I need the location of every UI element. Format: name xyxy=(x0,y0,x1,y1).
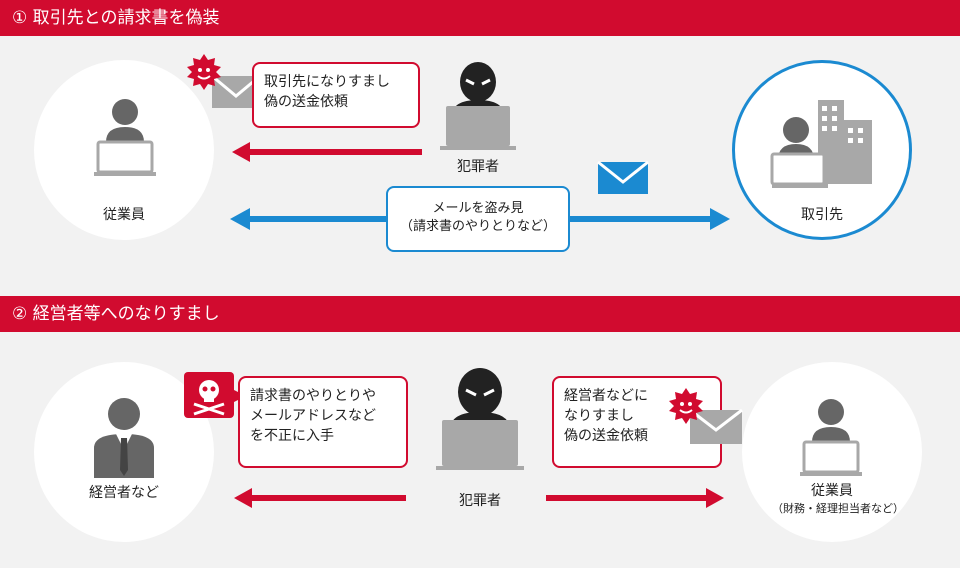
criminal-pc-icon-2 xyxy=(436,368,524,470)
criminal-pc-icon xyxy=(440,62,516,150)
employee-pc-icon xyxy=(94,99,156,176)
section1-title: ① 取引先との請求書を偽装 xyxy=(0,0,960,36)
steal-info-bubble: 請求書のやりとりや メールアドレスなど を不正に入手 xyxy=(238,376,408,468)
section2-title: ② 経営者等へのなりすまし xyxy=(0,296,960,332)
snoop-bubble: メールを盗み見 （請求書のやりとりなど） xyxy=(386,186,570,252)
red-arrow-left-2 xyxy=(234,488,406,508)
criminal-label: 犯罪者 xyxy=(457,159,499,175)
employee-pc-icon-2 xyxy=(800,399,862,476)
section1: 従業員 取引先になりすまし 偽の送金依頼 犯罪者 xyxy=(0,36,960,268)
employee-sublabel: （財務・経理担当者など） xyxy=(772,502,904,515)
virus-mail-icon-2 xyxy=(669,388,743,444)
employee-label: 従業員 xyxy=(103,207,145,223)
red-arrow-left xyxy=(232,142,422,162)
criminal-label-2: 犯罪者 xyxy=(459,493,501,509)
partner-building-pc-icon xyxy=(770,100,872,188)
partner-label: 取引先 xyxy=(801,207,843,223)
skull-icon xyxy=(184,372,246,418)
executive-label: 経営者など xyxy=(89,485,159,501)
mail-icon xyxy=(597,160,649,194)
section2: 経営者など 請求書のやりとりや メールアドレスなど を不正に入手 犯罪者 xyxy=(0,332,960,568)
executive-icon xyxy=(94,398,154,478)
fake-request-bubble: 取引先になりすまし 偽の送金依頼 xyxy=(252,62,420,128)
employee-label-2: 従業員 （財務・経理担当者など） xyxy=(772,482,904,518)
red-arrow-right xyxy=(546,488,724,508)
